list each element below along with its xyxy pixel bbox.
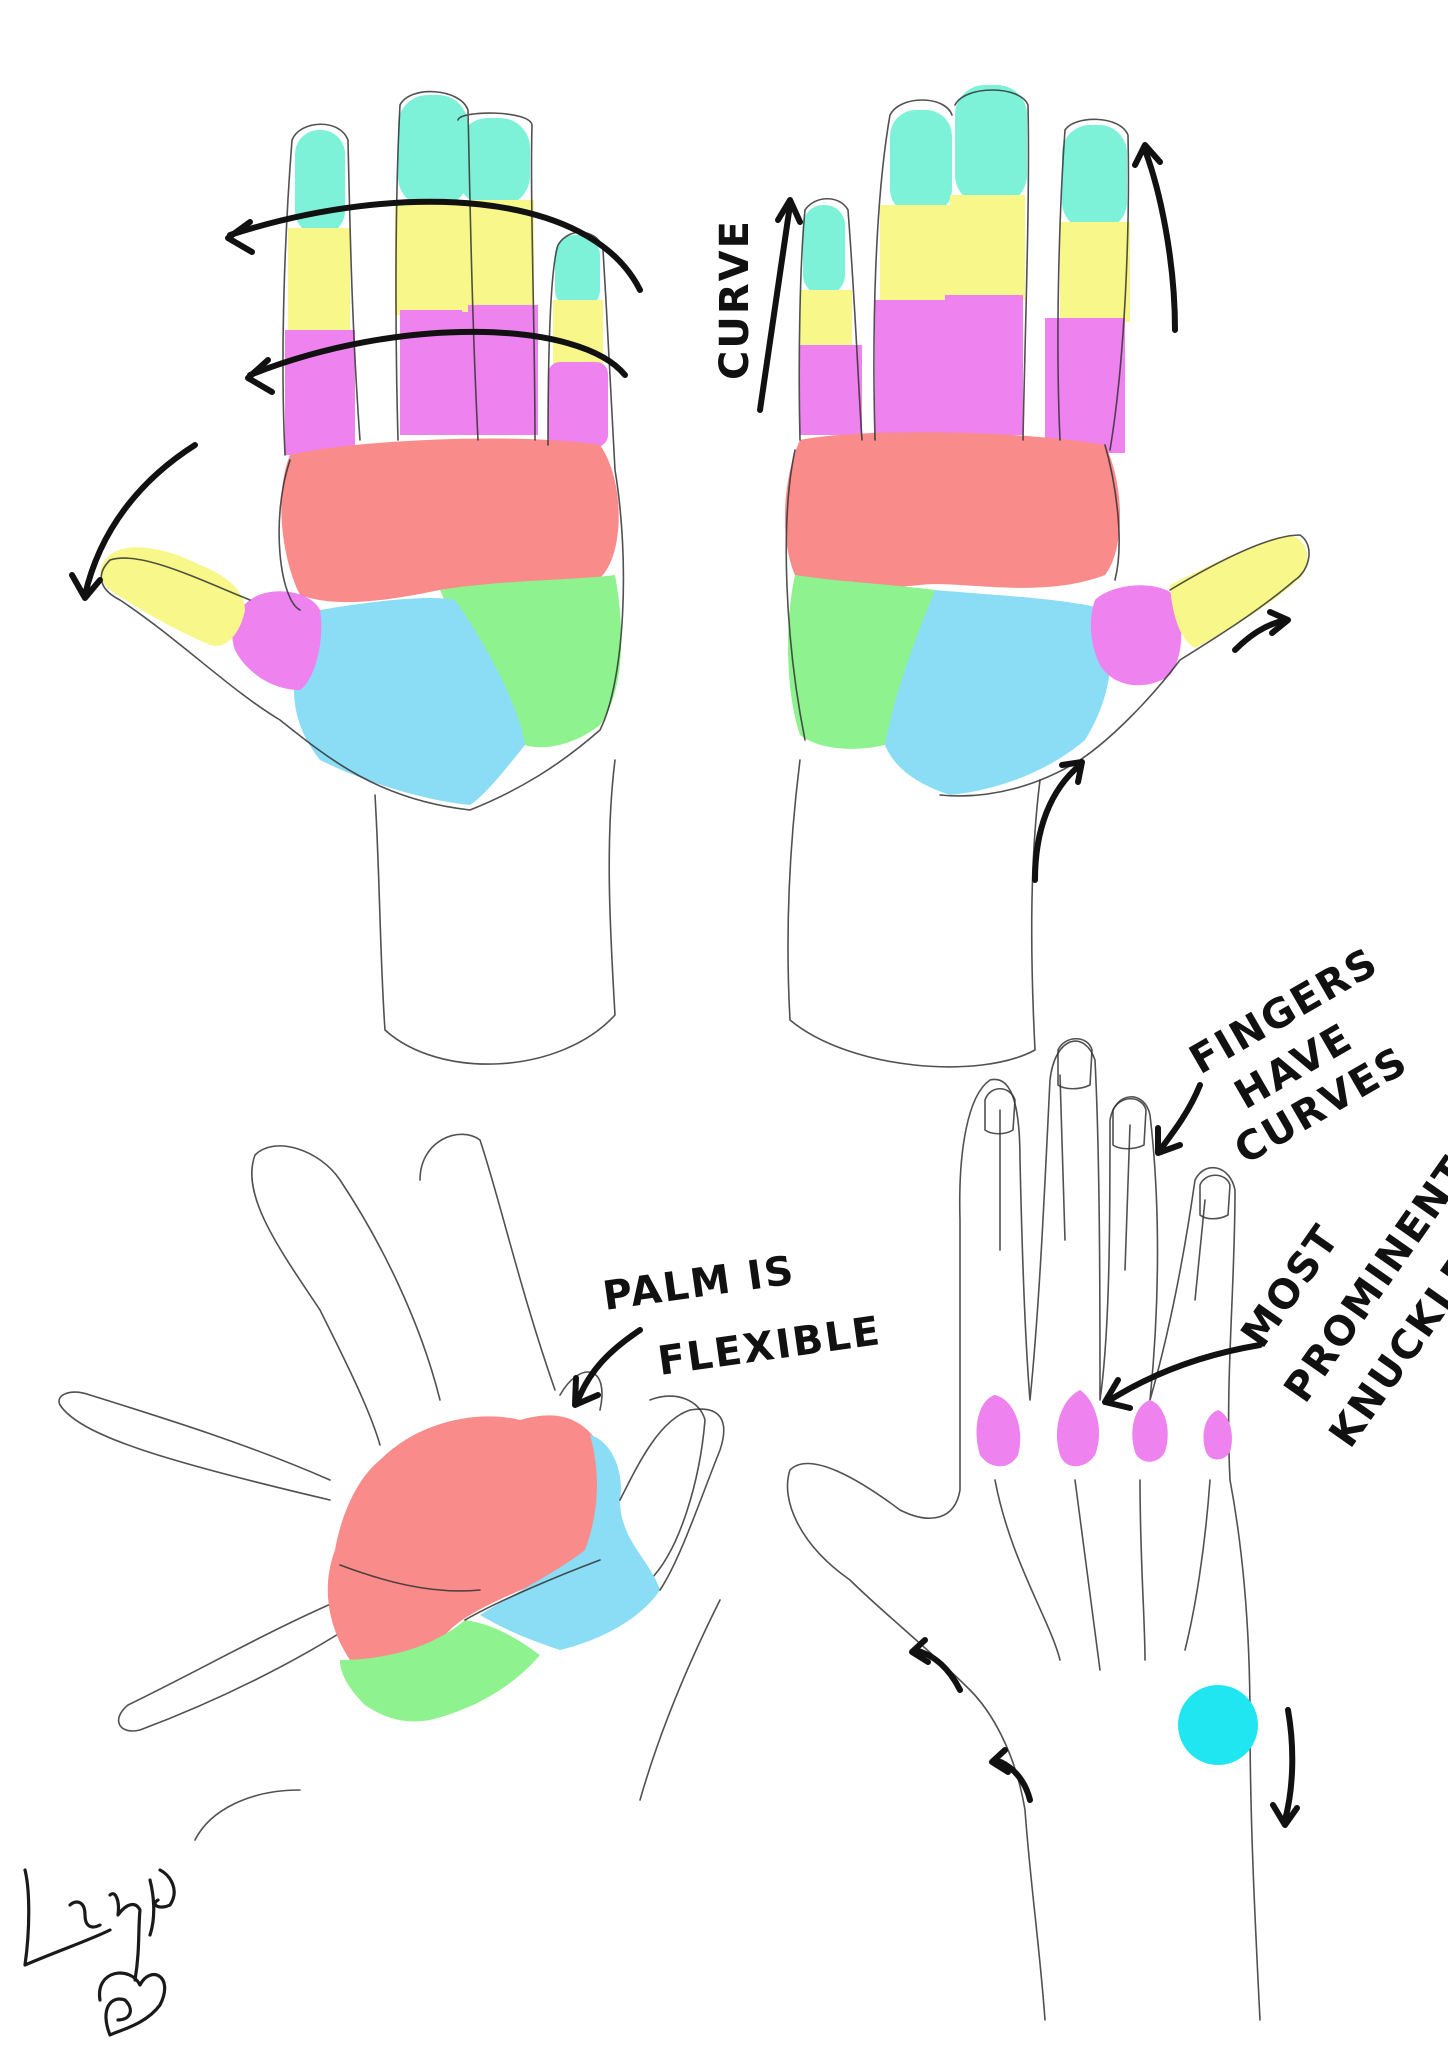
top-left-thumb-arrow-head — [69, 572, 103, 601]
bottom-left-thumb — [619, 1408, 725, 1591]
top-right-palm-top — [784, 432, 1120, 588]
top-left-ring-mid — [395, 200, 473, 315]
signature — [23, 1868, 176, 2037]
curve-label: CURVE — [712, 219, 758, 380]
top-right-curve-arrow — [757, 202, 793, 413]
top-left-ring-base — [400, 310, 478, 435]
palm-flexible-label-1: PALM IS — [600, 1247, 798, 1319]
top-left-middle-mid — [462, 200, 534, 312]
top-right-thumb-base — [1090, 585, 1182, 686]
top-right-middle-tip — [955, 85, 1027, 205]
palm-flexible-arrow — [575, 1327, 643, 1403]
knuckle-arrow-head — [1102, 1377, 1133, 1411]
top-left-curve-arrow-1 — [227, 198, 643, 293]
palm-flexible-label-2: FLEXIBLE — [655, 1308, 884, 1385]
bottom-right-hand — [786, 1037, 1261, 2021]
top-right-index-mid — [1060, 222, 1130, 322]
top-left-thumb-tip — [100, 547, 245, 646]
bottom-left-palm-top — [327, 1415, 604, 1660]
top-right-middle-mid — [950, 195, 1025, 300]
top-right-thumb-tip — [1170, 535, 1308, 648]
bottom-right-nail-1 — [984, 1087, 1016, 1135]
wrist-arrow-left-1 — [912, 1647, 963, 1693]
knuckle-pinky — [1203, 1410, 1232, 1460]
fingers-curves-arrow — [1157, 1082, 1203, 1153]
top-left-palm-top — [281, 438, 619, 603]
top-right-thumb-arrow — [1232, 617, 1288, 653]
top-right-curve-arrow-head — [775, 197, 803, 225]
bottom-right-tendons — [994, 1479, 1211, 1671]
top-right-thenar — [885, 590, 1111, 795]
top-right-pinky-base — [800, 345, 862, 435]
wrist-arrow-left-2 — [992, 1757, 1033, 1803]
top-left-index-base — [548, 362, 608, 447]
wrist-bone — [1178, 1685, 1258, 1765]
top-left-thumb-base — [232, 591, 322, 690]
top-right-hypothenar — [788, 575, 935, 749]
top-left-pinky-mid — [288, 228, 350, 333]
top-right-ring-tip — [890, 110, 952, 215]
top-left-wrist — [374, 759, 616, 1065]
top-right-middle-base — [945, 295, 1023, 435]
top-right-wrist-arrow — [1032, 762, 1083, 883]
top-right-index-arrow — [1142, 147, 1178, 333]
bottom-right-hand-outline — [786, 1040, 1261, 2021]
top-right-wrist-arrow-head — [1059, 759, 1085, 785]
knuckle-middle — [1056, 1390, 1100, 1467]
top-left-middle-tip — [458, 118, 530, 206]
palm-flexible-arrow-head — [572, 1375, 601, 1408]
bottom-left-hand — [58, 1133, 725, 1841]
top-right-pinky-tip — [803, 205, 845, 295]
bottom-right-nail-2 — [1057, 1037, 1093, 1090]
top-right-index-arrow-head — [1132, 142, 1163, 168]
wrist-arrow-right-head — [1270, 1802, 1300, 1828]
fingers-curves-arrow-head — [1155, 1125, 1183, 1156]
top-left-thumb-arrow — [82, 442, 198, 598]
wrist-arrow-left-2-head — [989, 1747, 1011, 1775]
top-left-curve-arrow-1-head — [225, 219, 255, 255]
top-left-ring-tip — [398, 95, 468, 207]
knuckle-index — [976, 1395, 1021, 1467]
top-right-index-tip — [1062, 125, 1127, 230]
top-left-hand — [100, 90, 625, 1065]
bottom-left-thenar — [480, 1435, 660, 1650]
top-right-thumb-arrow-head — [1267, 609, 1291, 636]
knuckle-ring — [1132, 1400, 1168, 1462]
top-right-hand — [784, 85, 1310, 1068]
top-right-wrist — [787, 759, 1041, 1068]
bottom-left-palm-crease — [339, 1559, 601, 1621]
wrist-arrow-left-1-head — [909, 1637, 931, 1665]
top-right-pinky-mid — [800, 290, 852, 350]
top-left-hypothenar — [440, 575, 622, 748]
top-left-middle-base — [468, 305, 538, 435]
top-left-pinky-tip — [295, 130, 345, 235]
top-left-curve-arrow-2 — [247, 328, 628, 378]
bottom-right-nail-4 — [1199, 1174, 1231, 1220]
top-left-index-mid — [553, 300, 603, 368]
top-right-ring-mid — [880, 205, 950, 305]
bottom-right-nail-3 — [1112, 1097, 1147, 1150]
top-left-index-tip — [555, 235, 600, 310]
top-left-curve-arrow-2-head — [245, 357, 275, 395]
top-left-thenar — [293, 598, 525, 805]
bottom-left-hypothenar — [340, 1620, 540, 1722]
wrist-arrow-right — [1282, 1707, 1296, 1823]
knuckle-arrow — [1107, 1342, 1263, 1403]
top-right-hand-outline — [785, 89, 1310, 797]
top-right-ring-base — [875, 300, 953, 435]
